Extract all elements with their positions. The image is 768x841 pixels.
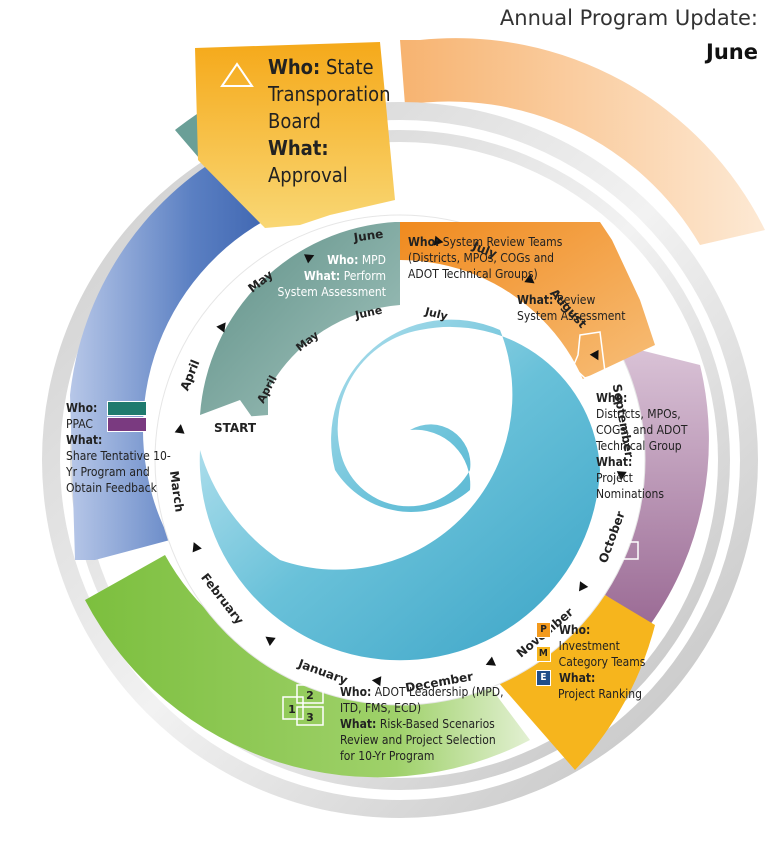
investment-what: Project Ranking [558, 687, 642, 701]
ring-arrow-icon [265, 636, 276, 646]
mpd-what-label: What: [303, 269, 341, 283]
mpd-who-label: Who: [327, 253, 359, 267]
review-text: Who: System Review Teams (Districts, MPO… [408, 234, 568, 282]
ppac-text: Who: PPAC What: Share Tentative 10-Yr Pr… [66, 400, 176, 496]
board-who: State Transporation Board [268, 55, 391, 133]
leadership-what-label: What: [340, 717, 377, 731]
header-title: Annual Program Update: [499, 6, 758, 30]
leadership-who: ADOT Leadership (MPD, ITD, FMS, ECD) [340, 685, 504, 715]
ppac-who: PPAC [66, 417, 93, 431]
stage-ppac-sector [70, 150, 275, 560]
board-who-label: Who: [268, 55, 321, 79]
form-icon [595, 541, 639, 560]
board-text: Who: State Transporation Board What: App… [268, 54, 398, 189]
leadership-text: Who: ADOT Leadership (MPD, ITD, FMS, ECD… [340, 684, 510, 764]
ring-arrow-icon [216, 322, 226, 333]
review-what-block: What: Review System Assessment [517, 292, 637, 324]
stage-board-tab [195, 42, 395, 228]
numbered-steps-icon: 2 1 3 [282, 684, 324, 726]
stage-review-sector [400, 222, 655, 385]
mpd-what: Perform System Assessment [277, 269, 386, 299]
districts-what-label: What: [596, 455, 633, 469]
stage-leadership-sector [85, 555, 530, 778]
investment-who-label: Who: [559, 623, 591, 637]
start-box [200, 415, 268, 450]
review-what: Review System Assessment [517, 293, 626, 323]
badge-m: M [536, 646, 551, 662]
ring-arrow-icon [578, 581, 589, 592]
ring-arrow-icon [371, 676, 382, 687]
investment-who: Investment Category Teams [558, 639, 646, 669]
board-what-label: What: [268, 136, 329, 160]
districts-what: Project Nominations [596, 471, 664, 501]
start-label: START [214, 421, 257, 435]
spiral-graphic [199, 319, 601, 661]
inner-month-july: July [423, 305, 449, 323]
ring-arrow-icon [192, 542, 202, 553]
future-arc-peach [400, 38, 765, 245]
ring-arrow-icon [589, 349, 599, 361]
step-number-2: 2 [306, 689, 314, 702]
review-who: System Review Teams (Districts, MPOs, CO… [408, 235, 563, 281]
ppac-what: Share Tentative 10-Yr Program and Obtain… [66, 449, 171, 495]
leadership-what: Risk-Based Scenarios Review and Project … [340, 717, 496, 763]
stage-mpd-sector [200, 222, 400, 440]
board-what: Approval [268, 163, 348, 187]
mpd-text: Who: MPD What: Perform System Assessment [268, 252, 386, 300]
districts-who: Districts, MPOs, COGs, and ADOT Technica… [596, 407, 688, 453]
purple-swatch [106, 417, 147, 432]
arizona-state-icon [572, 331, 606, 379]
districts-who-label: Who: [596, 391, 628, 405]
districts-text: Who: Districts, MPOs, COGs, and ADOT Tec… [596, 390, 691, 502]
ring-arrow-icon [485, 656, 496, 666]
badge-p: P [536, 622, 551, 638]
month-ring-arrows [174, 235, 627, 687]
outer-month-march: March [167, 470, 187, 513]
ring-arrow-icon [174, 424, 185, 434]
ring-arrow-icon [433, 235, 444, 246]
ring-arrow-icon [304, 254, 315, 264]
step-number-3: 3 [306, 711, 314, 724]
teal-swatch [107, 401, 148, 416]
inner-month-june: June [353, 304, 383, 323]
investment-what-label: What: [559, 671, 596, 685]
review-what-label: What: [517, 293, 554, 307]
badge-e: E [536, 670, 551, 686]
ring-arrow-icon [524, 274, 535, 284]
step-number-1: 1 [288, 703, 296, 716]
outer-month-june: June [352, 227, 384, 245]
ppac-what-label: What: [66, 433, 103, 447]
leadership-who-label: Who: [340, 685, 372, 699]
ring-arrow-icon [616, 471, 627, 481]
ppac-who-label: Who: [66, 401, 98, 415]
triangle-icon [220, 62, 254, 87]
header-month: June [706, 40, 758, 64]
investment-text: P Who: M Investment Category Teams E Wha… [536, 622, 656, 702]
review-who-label: Who: [408, 235, 440, 249]
mpd-who: MPD [361, 253, 386, 267]
